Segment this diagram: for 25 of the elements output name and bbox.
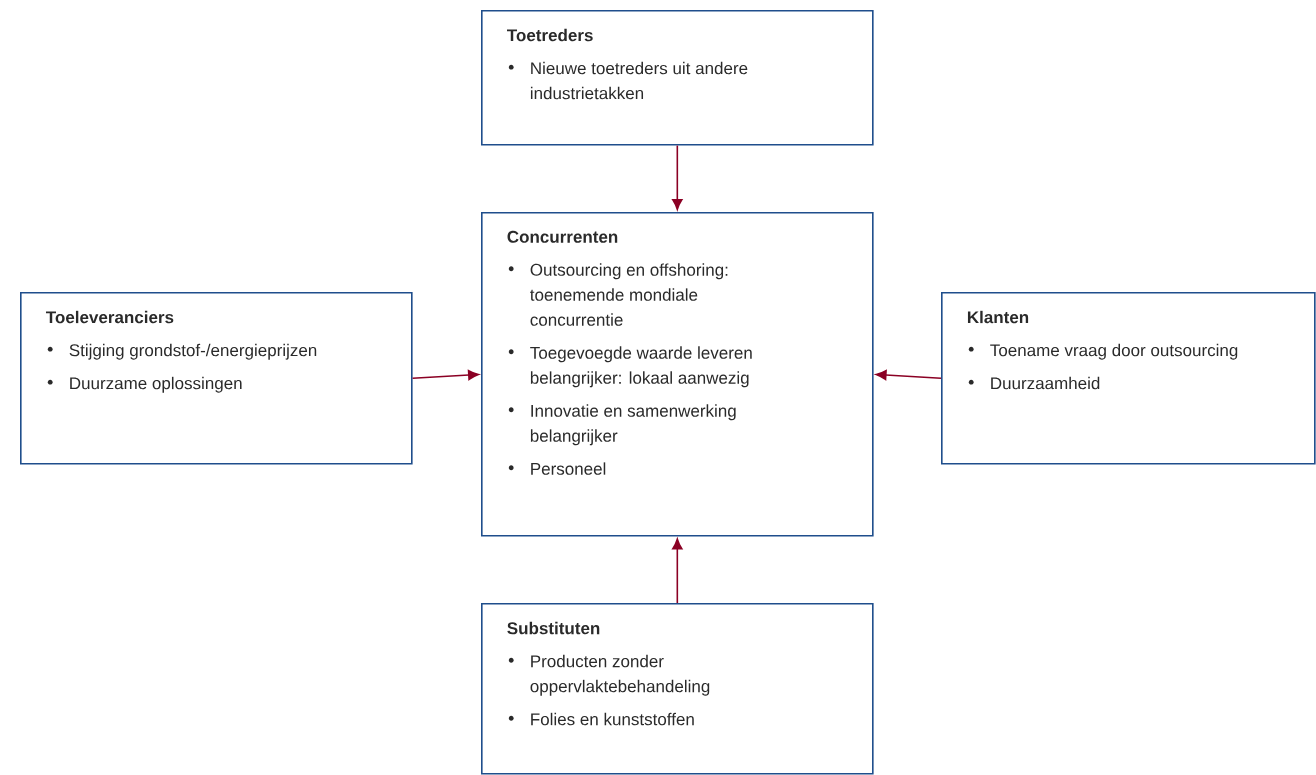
- process-box: [481, 212, 874, 537]
- process-box: [481, 603, 874, 775]
- bullet-item: Personeel: [508, 462, 606, 475]
- process-box: [20, 292, 413, 465]
- bullet-item: Toename vraag door outsourcing: [968, 343, 1238, 360]
- bullet-item: Innovatie en samenwerking belangrijker: [508, 404, 736, 446]
- bullet-item: Toegevoegde waarde leveren belangrijker: lokaal aanwezig: [508, 346, 752, 388]
- box-heading: Toetreders: [507, 28, 593, 42]
- box-heading: Toeleveranciers: [46, 310, 174, 324]
- process-box: [941, 292, 1316, 465]
- arrow: [672, 144, 683, 211]
- arrow: [672, 538, 683, 604]
- bullet-item: Outsourcing en offshoring: toenemende mondiale concurrentie: [508, 263, 728, 326]
- bullet-item: Stijging grondstof-/energieprijzen: [47, 343, 317, 360]
- box-heading: Klanten: [967, 310, 1029, 324]
- bullet-item: Producten zonder oppervlaktebehandeling: [508, 654, 710, 696]
- bullet-item: Nieuwe toetreders uit andere industrietakken: [508, 61, 748, 100]
- bullet-item: Duurzame oplossingen: [47, 376, 242, 393]
- arrow: [411, 369, 480, 381]
- box-heading: Substituten: [507, 621, 600, 635]
- arrow: [875, 369, 942, 381]
- box-heading: Concurrenten: [507, 230, 618, 243]
- bullet-item: Duurzaamheid: [968, 376, 1100, 390]
- process-box: [481, 10, 874, 146]
- bullet-item: Folies en kunststoffen: [508, 712, 694, 726]
